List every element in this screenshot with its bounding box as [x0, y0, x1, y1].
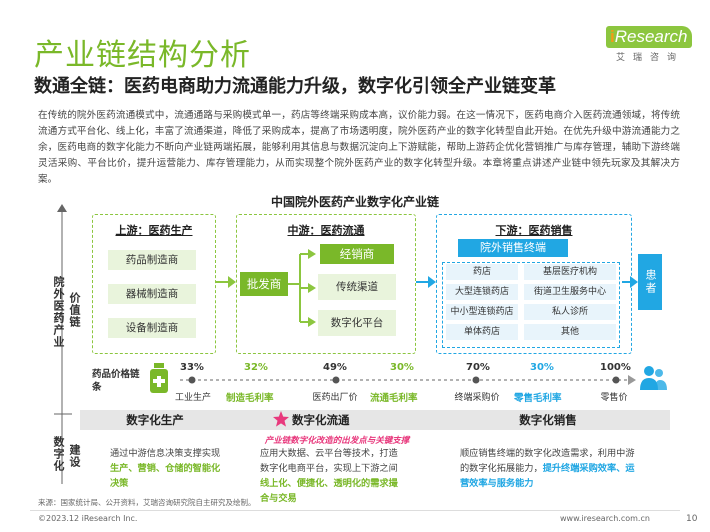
medicine-bottle-icon [150, 363, 168, 393]
side-label-industry: 院外医药产业 [52, 276, 65, 348]
digital-col2-text-b: 线上化、便捷化、透明化的需求撮合与交易 [260, 478, 398, 504]
terminal-item: 私人诊所 [524, 304, 616, 320]
side-label-value-chain: 价值链 [68, 292, 81, 328]
side-label-build: 建设 [68, 444, 81, 468]
footer-url[interactable]: www.iresearch.com.cn [560, 514, 650, 523]
terminal-header: 院外销售终端 [458, 239, 568, 257]
page-subtitle: 数通全链：医药电商助力流通能力升级，数字化引领全产业链变革 [34, 76, 556, 97]
price-node-pct: 100% [600, 362, 631, 373]
upstream-item: 器械制造商 [108, 284, 196, 304]
wholesaler-branch-arrows [288, 249, 316, 327]
digital-mid-note: 产业链数字化改造的出发点与关键支撑 [264, 436, 410, 446]
downstream-title-main: 医药销售 [528, 224, 573, 237]
wholesaler-box: 批发商 [240, 272, 288, 296]
downstream-title-prefix: 下游： [495, 224, 529, 237]
terminal-item: 街道卫生服务中心 [524, 284, 616, 300]
midstream-title-prefix: 中游： [287, 224, 321, 237]
chart-title: 中国院外医药产业数字化产业链 [270, 195, 439, 209]
digital-col1-text-b: 生产、营销、仓储的智能化决策 [110, 463, 221, 489]
distributor-box: 经销商 [320, 244, 394, 264]
channel-item: 传统渠道 [318, 274, 396, 300]
terminal-grid [442, 262, 620, 348]
logo-subtitle: 艾瑞咨询 [616, 53, 685, 63]
price-chain-line [180, 375, 636, 385]
digital-band [80, 410, 670, 430]
upstream-item: 设备制造商 [108, 318, 196, 338]
digital-col3-text-a: 顺应销售终端的数字化改造需求，利用中游的数字化拓展能力， [460, 448, 635, 474]
upstream-title-main: 医药生产 [148, 224, 193, 237]
terminal-item: 大型连锁药店 [446, 284, 518, 300]
margin-pct: 30% [530, 362, 554, 373]
midstream-title: 中游：医药流通 [236, 222, 416, 238]
price-node-label: 工业生产 [174, 393, 211, 403]
patient-box: 患者 [638, 254, 662, 310]
upstream-panel [92, 214, 216, 354]
margin-label: 零售毛利率 [514, 393, 562, 404]
margin-label: 流通毛利率 [370, 393, 418, 404]
arrow-down-to-patient [622, 276, 638, 288]
arrow-mid-to-down [416, 276, 436, 288]
page-number: 10 [686, 514, 698, 524]
midstream-title-main: 医药流通 [320, 224, 365, 237]
patients-icon [640, 366, 667, 390]
price-node-label: 医药出厂价 [312, 393, 358, 403]
terminal-item: 其他 [524, 324, 616, 340]
terminal-item: 基层医疗机构 [524, 264, 616, 280]
price-node-label: 终端采购价 [454, 393, 500, 403]
digital-col-head: 数字化生产 [126, 413, 184, 427]
price-node-pct: 70% [466, 362, 490, 373]
footer-source: 来源：国家统计局、公开资料，艾瑞咨询研究院自主研究及绘制。 [38, 498, 256, 507]
channel-item: 数字化平台 [318, 310, 396, 336]
downstream-title: 下游：医药销售 [436, 222, 632, 238]
upstream-title: 上游：医药生产 [92, 222, 216, 238]
footer-copyright: ©2023.12 iResearch Inc. [38, 514, 138, 523]
upstream-item: 药品制造商 [108, 250, 196, 270]
iresearch-logo: iResearch 艾瑞咨询 [606, 26, 692, 63]
midstream-panel [236, 214, 416, 354]
arrow-up-to-mid [216, 276, 236, 288]
margin-pct: 32% [244, 362, 268, 373]
price-chain-label: 药品价格链条 [92, 369, 140, 393]
digital-col-text: 应用大数据、云平台等技术，打造数字化电商平台，实现上下游之间线上化、便捷化、透明… [260, 446, 400, 506]
terminal-item: 中小型连锁药店 [446, 304, 518, 320]
price-node-label: 零售价 [600, 393, 628, 403]
side-label-digital: 数字化 [52, 436, 65, 472]
footer-divider [30, 510, 680, 511]
digital-col2-text-a: 应用大数据、云平台等技术，打造数字化电商平台，实现上下游之间 [260, 448, 398, 474]
digital-col-text: 顺应销售终端的数字化改造需求，利用中游的数字化拓展能力，提升终端采购效率、运营效… [460, 446, 638, 491]
intro-paragraph: 在传统的院外医药流通模式中，流通通路与采购模式单一，药店等终端采购成本高，议价能… [38, 110, 680, 185]
page-title: 产业链结构分析 [34, 38, 251, 73]
logo-mark: iResearch [606, 26, 692, 48]
digital-col-text: 通过中游信息决策支撑实现生产、营销、仓储的智能化决策 [110, 446, 228, 491]
upstream-title-prefix: 上游： [115, 224, 149, 237]
terminal-item: 单体药店 [446, 324, 518, 340]
margin-pct: 30% [390, 362, 414, 373]
price-node-pct: 49% [323, 362, 347, 373]
margin-label: 制造毛利率 [226, 393, 274, 404]
digital-col1-text-a: 通过中游信息决策支撑实现 [110, 448, 221, 459]
price-node-pct: 33% [180, 362, 204, 373]
terminal-item: 药店 [446, 264, 518, 280]
left-axis [54, 204, 72, 484]
digital-col-head: 数字化流通 [292, 413, 350, 427]
digital-col-head: 数字化销售 [519, 413, 577, 427]
digital-col3-text-b: 提升终端采购效率、运营效率与服务能力 [460, 463, 635, 489]
star-icon [273, 411, 289, 427]
